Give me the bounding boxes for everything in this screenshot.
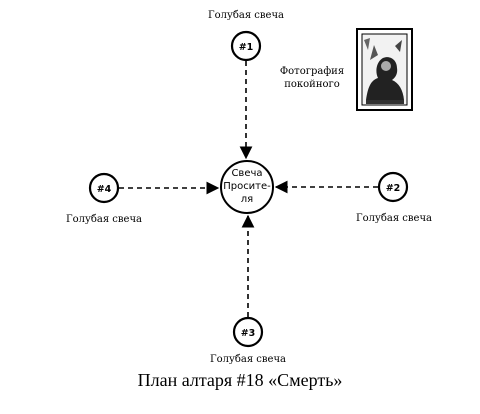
photo-caption-line1: Фотография [280,66,344,77]
candle-4-circle [88,172,120,204]
candle-1-label: Голубая свеча [208,10,284,21]
candle-1-circle [230,30,262,62]
candle-3-number: #3 [241,328,256,339]
petitioner-candle-line2: Просите- [223,181,271,192]
candle-4-number: #4 [97,184,112,195]
photo-of-deceased [356,28,413,111]
candle-4-label: Голубая свеча [66,214,142,225]
diagram-caption: План алтаря #18 «Смерть» [137,370,343,390]
photo-caption-line2: покойного [284,79,340,90]
candle-2-label: Голубая свеча [356,213,432,224]
petitioner-candle-line1: Свеча [231,168,262,179]
candle-2-circle [377,171,409,203]
petitioner-candle-line3: ля [241,194,253,205]
candle-3-circle [232,316,264,348]
candle-1-number: #1 [239,42,254,53]
candle-2-number: #2 [386,183,401,194]
candle-3-label: Голубая свеча [210,354,286,365]
petitioner-candle-circle [220,160,274,214]
